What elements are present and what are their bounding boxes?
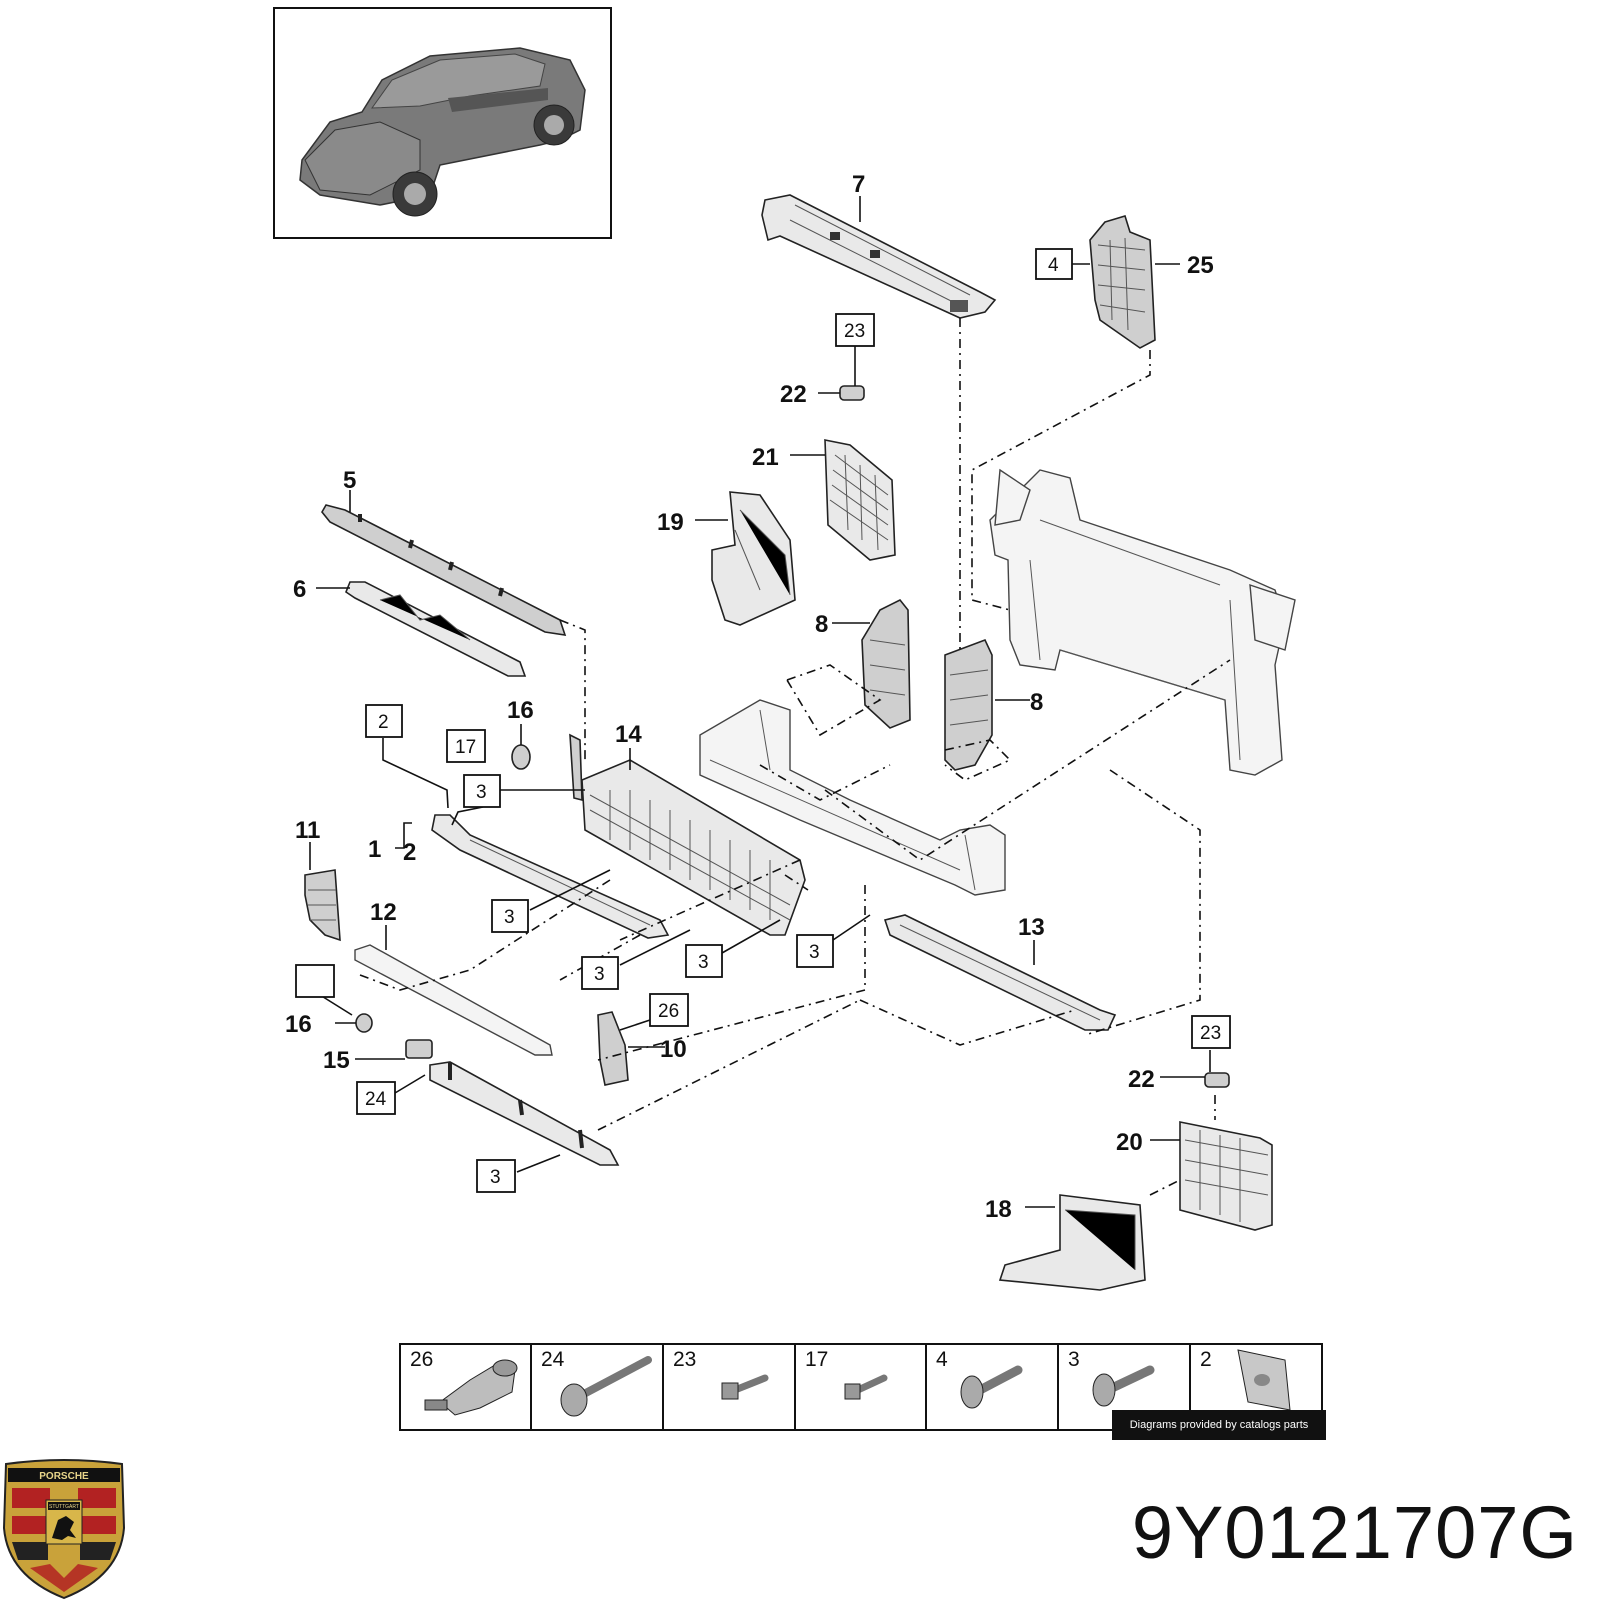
table-cell-26: 26 (410, 1348, 518, 1416)
part-8-air-guide-right (944, 638, 993, 771)
part-10-side-deflector (597, 1011, 629, 1086)
table-cell-23: 23 (673, 1348, 769, 1400)
part-19-air-guide (711, 491, 796, 626)
svg-text:STUTTGART: STUTTGART (49, 1504, 79, 1510)
callout-8-left: 8 (815, 611, 828, 638)
part-8-air-guide-left (861, 598, 911, 729)
part-24-lower-bracket (429, 1061, 620, 1166)
callout-18: 18 (985, 1196, 1012, 1223)
callout-16-lower: 16 (285, 1011, 312, 1038)
callout-10: 10 (660, 1036, 687, 1063)
part-21-auxiliary-radiator (824, 439, 896, 561)
part-11-grille-corner (304, 869, 341, 942)
part-15-sensor-housing (405, 1039, 433, 1059)
table-cell-24: 24 (541, 1348, 652, 1417)
radiator-support-frame (989, 468, 1296, 776)
callout-16-top: 16 (507, 697, 534, 724)
part-22-sensor-lower (1204, 1072, 1230, 1088)
table-number-26: 26 (410, 1348, 433, 1371)
svg-text:PORSCHE: PORSCHE (39, 1471, 89, 1482)
box-2: 2 (378, 712, 389, 733)
part-18-air-guide (998, 1194, 1146, 1291)
callout-1: 1 (368, 836, 381, 863)
part-1-lower-bracket (431, 814, 670, 939)
vehicle-thumbnail (273, 7, 612, 239)
callout-22: 22 (780, 381, 807, 408)
box-17-top: 17 (455, 737, 476, 758)
table-cell-4: 4 (936, 1348, 1023, 1409)
part-12-lower-trim (354, 944, 553, 1056)
table-number-23: 23 (673, 1348, 696, 1371)
part-6-bracket (345, 581, 527, 677)
sensor-clip-icon (424, 1359, 518, 1416)
screw-icon (844, 1374, 888, 1400)
part-13-underbody-panel (883, 914, 1117, 1031)
box-3-a: 3 (476, 782, 487, 803)
callout-13: 13 (1018, 914, 1045, 941)
box-26: 26 (658, 1001, 679, 1022)
callout-11: 11 (295, 817, 320, 844)
callout-14: 14 (615, 721, 642, 748)
credit-label: Diagrams provided by catalogs parts (1112, 1410, 1326, 1440)
part-14-air-shutter (569, 733, 806, 936)
table-number-2: 2 (1200, 1348, 1212, 1371)
box-3-b: 3 (504, 907, 515, 928)
callout-6: 6 (293, 576, 306, 603)
flange-screw-icon (1092, 1365, 1155, 1407)
porsche-crest-logo: PORSCHE STUTTGART (2, 1459, 126, 1600)
callout-8-right: 8 (1030, 689, 1043, 716)
box-3-f: 3 (490, 1167, 501, 1188)
part-16-sensor-top (511, 744, 531, 770)
part-number: 9Y0121707G (1131, 1491, 1578, 1574)
short-bolt-icon (721, 1374, 769, 1400)
callout-15: 15 (323, 1047, 350, 1074)
table-number-4: 4 (936, 1348, 948, 1371)
callout-5: 5 (343, 467, 356, 494)
box-3-c: 3 (594, 964, 605, 985)
part-5-trim-strip (321, 504, 567, 636)
callout-12: 12 (370, 899, 397, 926)
long-flange-bolt-icon (560, 1356, 652, 1417)
box-3-d: 3 (698, 952, 709, 973)
flange-screw-icon (960, 1365, 1023, 1409)
callout-22-lower: 22 (1128, 1066, 1155, 1093)
table-number-3: 3 (1068, 1348, 1080, 1371)
box-24: 24 (365, 1089, 387, 1110)
callout-19: 19 (657, 509, 684, 536)
table-cell-17: 17 (805, 1348, 888, 1400)
box-23-top: 23 (844, 321, 865, 342)
part-20-auxiliary-radiator (1179, 1121, 1273, 1231)
box-23-lower: 23 (1200, 1023, 1221, 1044)
box-4: 4 (1048, 255, 1059, 276)
part-22-sensor-top (839, 385, 865, 401)
table-cell-3: 3 (1068, 1348, 1155, 1407)
callout-20: 20 (1116, 1129, 1143, 1156)
callout-25: 25 (1187, 252, 1214, 279)
boxed-references: 4 23 2 17 3 3 3 3 3 3 24 26 23 (295, 248, 1231, 1193)
part-7-upper-air-duct (761, 194, 997, 319)
callout-numbers: 7 25 22 21 19 5 6 8 8 16 14 11 1 2 12 13… (285, 171, 1214, 1223)
callout-7: 7 (852, 171, 865, 198)
part-25-side-bracket (1089, 215, 1156, 349)
part-16-sensor-lower (355, 1013, 373, 1033)
callout-2: 2 (403, 839, 416, 866)
callout-21: 21 (752, 444, 779, 471)
bumper-crash-beam (699, 699, 1006, 896)
assembly-lines (359, 318, 1231, 1196)
table-number-17: 17 (805, 1348, 828, 1371)
table-number-24: 24 (541, 1348, 565, 1371)
box-3-e: 3 (809, 942, 820, 963)
